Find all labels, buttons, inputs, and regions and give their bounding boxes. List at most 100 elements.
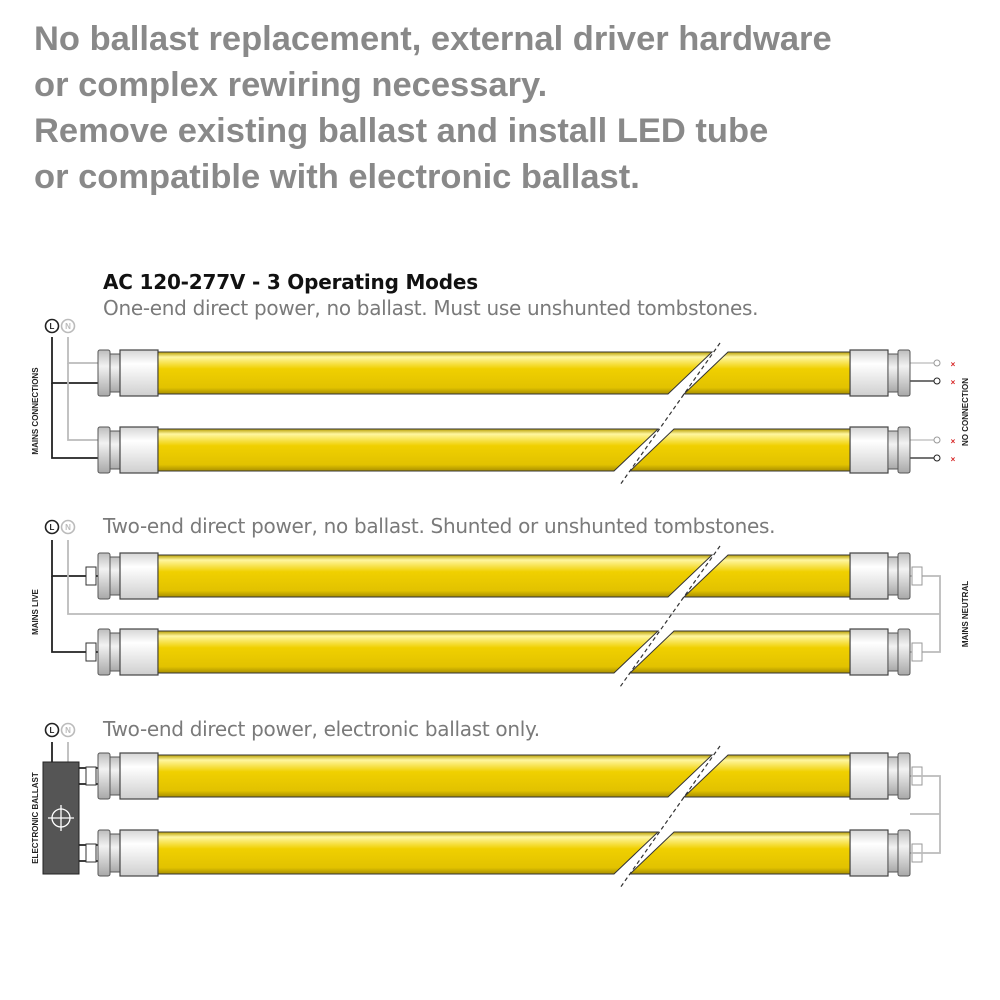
tube-glass-left bbox=[157, 630, 660, 674]
mode-2-neutral-terminal: N bbox=[60, 519, 76, 535]
end-cap-left bbox=[119, 552, 159, 600]
mode-3-neutral-terminal-label: N bbox=[65, 726, 71, 735]
mode-3-live-terminal-ring bbox=[44, 722, 60, 738]
tombstone-left-inner bbox=[109, 632, 121, 672]
mode-1-nc-pin-a0 bbox=[933, 359, 941, 367]
end-cap-left bbox=[119, 628, 159, 676]
mode-1-cut-line bbox=[619, 342, 721, 486]
tombstone-right-inner bbox=[887, 430, 899, 470]
mode-3-pin-left-0 bbox=[85, 766, 97, 786]
mode-1-nc-x-a0: × bbox=[951, 360, 956, 369]
mode-3-description: Two-end direct power, electronic ballast… bbox=[103, 717, 540, 741]
mode-2-neutral-bus bbox=[67, 540, 940, 615]
tombstone-left bbox=[97, 752, 111, 800]
mode-3-left-label: ELECTRONIC BALLAST bbox=[31, 772, 40, 864]
end-cap-right bbox=[849, 426, 889, 474]
mode-1-nc-pin-a1 bbox=[933, 436, 941, 444]
mode-3-cut-line bbox=[619, 745, 721, 889]
mode-1-tube-bottom bbox=[97, 426, 911, 474]
mode-3-neutral-terminal-ring bbox=[60, 722, 76, 738]
wiring-layer bbox=[51, 337, 941, 863]
tube-glass-left bbox=[157, 554, 714, 598]
diagram-title: AC 120-277V - 3 Operating Modes bbox=[103, 270, 478, 294]
tombstone-left-inner bbox=[109, 556, 121, 596]
tombstone-right-inner bbox=[887, 833, 899, 873]
tombstone-right-inner bbox=[887, 353, 899, 393]
mode-2-shunt-left-0 bbox=[85, 566, 97, 586]
mode-2-shunt-right-1 bbox=[911, 642, 923, 662]
tombstone-right bbox=[897, 349, 911, 397]
end-cap-left bbox=[119, 752, 159, 800]
tombstone-right bbox=[897, 628, 911, 676]
mode-3-pin-left-1 bbox=[85, 843, 97, 863]
tombstone-right bbox=[897, 426, 911, 474]
mode-2-live-bottom bbox=[51, 576, 98, 653]
tombstone-left bbox=[97, 552, 111, 600]
tombstone-right-inner bbox=[887, 756, 899, 796]
mode-2-tube-bottom bbox=[97, 628, 911, 676]
mode-1-nc-x-a1: × bbox=[951, 437, 956, 446]
tube-glass-right bbox=[628, 630, 851, 674]
end-cap-right bbox=[849, 628, 889, 676]
mode-1-neutral-terminal-ring bbox=[60, 318, 76, 334]
mode-2-neutral-terminal-label: N bbox=[65, 523, 71, 532]
end-cap-right bbox=[849, 752, 889, 800]
tube-glass-right bbox=[682, 754, 851, 798]
tube-glass-right bbox=[628, 428, 851, 472]
mode-2-live-terminal-label: L bbox=[50, 523, 55, 532]
mode-2-right-label: MAINS NEUTRAL bbox=[961, 581, 970, 647]
mode-1-live-terminal-label: L bbox=[50, 322, 55, 331]
end-cap-right bbox=[849, 552, 889, 600]
mode-1-nc-pin-b0 bbox=[933, 377, 941, 385]
mode-2-live-terminal-ring bbox=[44, 519, 60, 535]
tube-glass-left bbox=[157, 351, 714, 395]
mode-1-left-label: MAINS CONNECTIONS bbox=[31, 367, 40, 455]
tombstone-left-inner bbox=[109, 833, 121, 873]
mode-2-neutral-right bbox=[910, 575, 941, 653]
tube-glass-left bbox=[157, 428, 660, 472]
tombstone-right bbox=[897, 829, 911, 877]
mode-1-tube-top bbox=[97, 349, 911, 397]
mode-2-neutral-terminal-ring bbox=[60, 519, 76, 535]
tombstone-right bbox=[897, 752, 911, 800]
end-cap-right bbox=[849, 349, 889, 397]
ballast-symbol-icon bbox=[48, 805, 74, 831]
mode-3-live-terminal-label: L bbox=[50, 726, 55, 735]
end-cap-left bbox=[119, 426, 159, 474]
mode-2-live-terminal: L bbox=[44, 519, 60, 535]
tombstone-left bbox=[97, 349, 111, 397]
headline-line-3: Remove existing ballast and install LED … bbox=[34, 112, 769, 150]
mode-2-description: Two-end direct power, no ballast. Shunte… bbox=[103, 514, 776, 538]
tombstone-left-inner bbox=[109, 756, 121, 796]
mode-1-neutral-bottom bbox=[67, 363, 98, 441]
tombstone-left bbox=[97, 426, 111, 474]
tube-glass-right bbox=[682, 554, 851, 598]
mode-1-neutral-terminal-label: N bbox=[65, 322, 71, 331]
tombstone-left-inner bbox=[109, 353, 121, 393]
mode-3-live-terminal: L bbox=[44, 722, 60, 738]
mode-1-nc-x-b0: × bbox=[951, 378, 956, 387]
mode-2-shunt-left-1 bbox=[85, 642, 97, 662]
tombstone-right bbox=[897, 552, 911, 600]
tombstone-right-inner bbox=[887, 556, 899, 596]
tombstone-right-inner bbox=[887, 632, 899, 672]
mode-1-neutral-terminal: N bbox=[60, 318, 76, 334]
tombstone-left-inner bbox=[109, 430, 121, 470]
tombstone-left bbox=[97, 628, 111, 676]
mode-3-tube-bottom bbox=[97, 829, 911, 877]
mode-2-shunt-right-0 bbox=[911, 566, 923, 586]
mode-2-tube-top bbox=[97, 552, 911, 600]
mode-1-live-top bbox=[51, 337, 98, 384]
headline-line-2: or complex rewiring necessary. bbox=[34, 66, 548, 104]
mode-1-nc-x-b1: × bbox=[951, 455, 956, 464]
mode-2-cut-line bbox=[619, 545, 721, 688]
mode-1-live-bottom bbox=[51, 383, 98, 459]
tubes-layer bbox=[97, 349, 911, 877]
mode-1-right-label: NO CONNECTION bbox=[961, 378, 970, 446]
mode-1-live-terminal: L bbox=[44, 318, 60, 334]
end-cap-left bbox=[119, 349, 159, 397]
mode-1-live-terminal-ring bbox=[44, 318, 60, 334]
mode-1-neutral-top bbox=[67, 337, 98, 364]
overlay-layer: L N MAINS CONNECTIONS × × × × NO CONNECTION L N MA… bbox=[31, 318, 970, 889]
